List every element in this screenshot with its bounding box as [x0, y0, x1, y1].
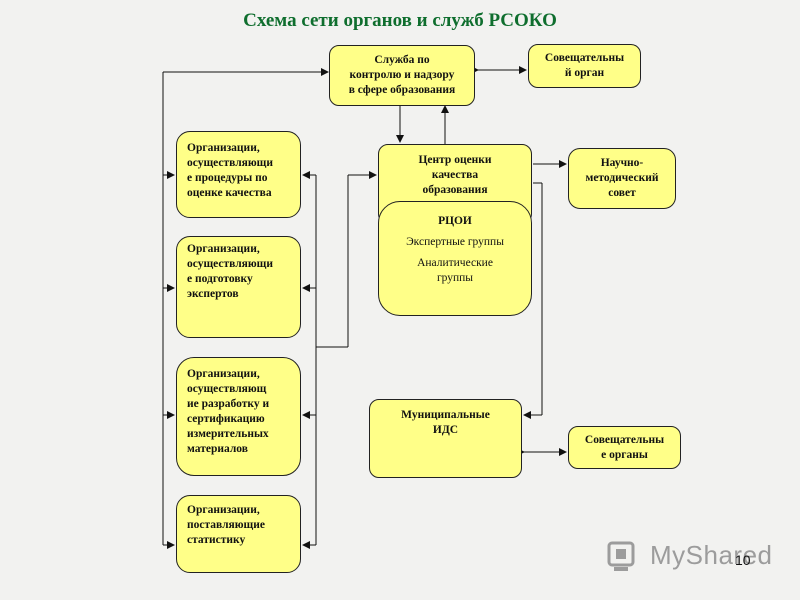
org2-label: Организации, осуществляющи е подготовку … — [187, 243, 274, 300]
page-number: 10 — [735, 552, 751, 568]
diagram-title: Схема сети органов и служб РСОКО — [243, 10, 557, 31]
rcoi-box: РЦОИ Экспертные группы Аналитические гру… — [378, 201, 532, 316]
sovesh-bottom-box: Совещательны е органы — [568, 426, 681, 469]
watermark-text: MyShared — [650, 540, 773, 570]
sovesh-top-box: Совещательны й орган — [528, 44, 641, 88]
sluzhba-label: Служба по контролю и надзору в сфере обр… — [348, 54, 456, 96]
nauchno-label: Научно- методический совет — [585, 157, 659, 199]
munic-label: Муниципальные ИДС — [401, 409, 490, 436]
watermark-logo-icon — [607, 541, 635, 571]
sluzhba-box: Служба по контролю и надзору в сфере обр… — [329, 45, 475, 106]
sovesh-bottom-label: Совещательны е органы — [584, 433, 665, 461]
sovesh-top-label: Совещательны й орган — [544, 52, 625, 79]
org4-box: Организации, поставляющие статистику — [176, 495, 301, 573]
rcoi-label: РЦОИ — [438, 215, 472, 227]
analit-groups-label: Аналитические группы — [417, 257, 493, 284]
nauchno-box: Научно- методический совет — [568, 148, 676, 209]
expert-groups-label: Экспертные группы — [406, 236, 504, 248]
org3-label: Организации, осуществляющ ие разработку … — [187, 368, 270, 455]
org4-label: Организации, поставляющие статистику — [187, 504, 265, 546]
org1-box: Организации, осуществляющи е процедуры п… — [176, 131, 301, 218]
centr-label: Центр оценки качества образования — [418, 154, 492, 196]
org1-label: Организации, осуществляющи е процедуры п… — [187, 142, 274, 199]
org3-box: Организации, осуществляющ ие разработку … — [176, 357, 301, 476]
org2-box: Организации, осуществляющи е подготовку … — [176, 236, 301, 338]
munic-box: Муниципальные ИДС — [369, 399, 522, 478]
